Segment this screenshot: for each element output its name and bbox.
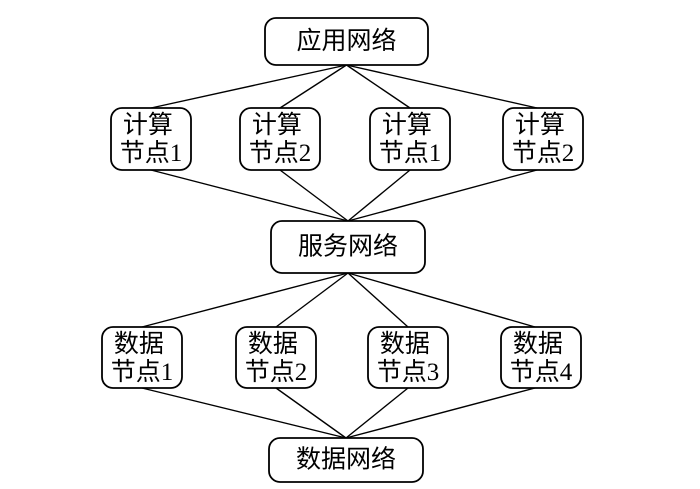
compute-3-label: 计算 节点1 bbox=[379, 111, 442, 167]
data-1-label-line1: 数据 bbox=[114, 330, 164, 358]
edge-service-to-data2 bbox=[275, 272, 349, 328]
edge-data3-to-net bbox=[345, 387, 409, 439]
compute-2-label-line1: 计算 bbox=[252, 111, 302, 139]
node-data-4: 数据 节点4 bbox=[500, 326, 582, 389]
node-data-3: 数据 节点3 bbox=[367, 326, 449, 389]
node-compute-3: 计算 节点1 bbox=[369, 107, 451, 171]
node-compute-4: 计算 节点2 bbox=[502, 107, 584, 171]
node-app-network: 应用网络 bbox=[264, 17, 429, 66]
edge-app-to-compute4 bbox=[346, 64, 538, 109]
data-network-label: 数据网络 bbox=[296, 446, 396, 474]
edge-compute3-to-service bbox=[347, 169, 411, 222]
data-1-box bbox=[101, 326, 183, 389]
node-compute-1: 计算 节点1 bbox=[110, 107, 192, 171]
compute-1-label-line1: 计算 bbox=[123, 111, 173, 139]
data-2-label-line2: 节点2 bbox=[245, 358, 308, 386]
compute-2-label-line2: 节点2 bbox=[249, 139, 312, 167]
edge-service-to-data1 bbox=[141, 272, 349, 328]
edge-app-to-compute2 bbox=[279, 64, 347, 109]
data-4-label-line1: 数据 bbox=[513, 330, 563, 358]
edge-app-to-compute3 bbox=[346, 64, 411, 109]
node-service-network: 服务网络 bbox=[270, 220, 426, 274]
service-network-label: 服务网络 bbox=[298, 233, 398, 261]
compute-1-box bbox=[110, 107, 192, 171]
node-boxes: 应用网络 计算 节点1 计算 节点2 bbox=[101, 17, 584, 483]
edge-compute1-to-service bbox=[150, 169, 349, 222]
compute-3-label-line1: 计算 bbox=[382, 111, 432, 139]
compute-3-label-line2: 节点1 bbox=[379, 139, 442, 167]
edge-compute4-to-service bbox=[347, 169, 538, 222]
node-data-2: 数据 节点2 bbox=[235, 326, 317, 389]
data-2-label: 数据 节点2 bbox=[245, 330, 308, 386]
compute-4-box bbox=[502, 107, 584, 171]
app-network-box bbox=[264, 17, 429, 66]
data-4-box bbox=[500, 326, 582, 389]
edge-app-to-compute1 bbox=[150, 64, 347, 109]
compute-4-label-line1: 计算 bbox=[515, 111, 565, 139]
compute-2-box bbox=[239, 107, 321, 171]
data-1-label: 数据 节点1 bbox=[111, 330, 174, 386]
compute-4-label: 计算 节点2 bbox=[512, 111, 575, 167]
node-data-1: 数据 节点1 bbox=[101, 326, 183, 389]
edge-data2-to-net bbox=[275, 387, 347, 439]
data-3-label: 数据 节点3 bbox=[377, 330, 440, 386]
data-network-box bbox=[268, 437, 424, 483]
compute-4-label-line2: 节点2 bbox=[512, 139, 575, 167]
compute-1-label: 计算 节点1 bbox=[120, 111, 183, 167]
compute-3-box bbox=[369, 107, 451, 171]
data-2-box bbox=[235, 326, 317, 389]
node-compute-2: 计算 节点2 bbox=[239, 107, 321, 171]
data-4-label: 数据 节点4 bbox=[510, 330, 573, 386]
node-data-network: 数据网络 bbox=[268, 437, 424, 483]
data-3-label-line1: 数据 bbox=[380, 330, 430, 358]
app-network-label: 应用网络 bbox=[296, 27, 396, 55]
data-3-label-line2: 节点3 bbox=[377, 358, 440, 386]
edge-data1-to-net bbox=[141, 387, 347, 439]
compute-2-label: 计算 节点2 bbox=[249, 111, 312, 167]
edge-lines bbox=[141, 64, 538, 439]
compute-1-label-line2: 节点1 bbox=[120, 139, 183, 167]
edge-service-to-data3 bbox=[347, 272, 409, 328]
data-1-label-line2: 节点1 bbox=[111, 358, 174, 386]
service-network-box bbox=[270, 220, 426, 274]
data-4-label-line2: 节点4 bbox=[510, 358, 573, 386]
edge-service-to-data4 bbox=[347, 272, 536, 328]
data-2-label-line1: 数据 bbox=[248, 330, 298, 358]
edge-data4-to-net bbox=[345, 387, 536, 439]
data-3-box bbox=[367, 326, 449, 389]
edge-compute2-to-service bbox=[279, 169, 349, 222]
